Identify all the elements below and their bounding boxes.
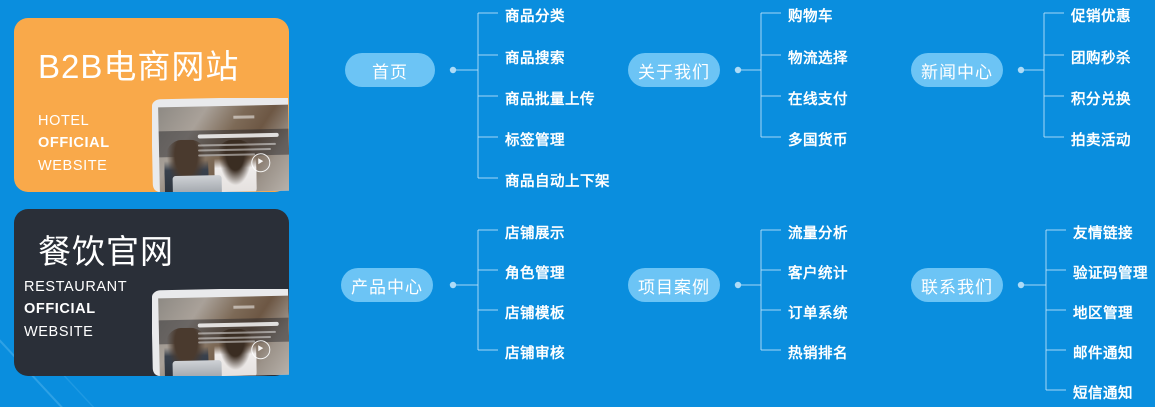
leaf-product-center-3[interactable]: 店铺审核 xyxy=(505,346,565,362)
leaf-product-center-0[interactable]: 店铺展示 xyxy=(505,226,565,242)
leaf-contact-us-4[interactable]: 短信通知 xyxy=(1073,386,1133,402)
leaf-contact-us-2[interactable]: 地区管理 xyxy=(1073,306,1133,322)
leaf-product-center-1[interactable]: 角色管理 xyxy=(505,266,565,282)
leaf-news-center-3[interactable]: 拍卖活动 xyxy=(1071,133,1131,149)
b2b-sub-line-1: HOTEL xyxy=(38,113,90,129)
leaf-home-3[interactable]: 标签管理 xyxy=(505,133,565,149)
leaf-about-us-1[interactable]: 物流选择 xyxy=(788,51,848,67)
node-home[interactable]: 首页 xyxy=(345,53,435,87)
leaf-project-cases-1[interactable]: 客户统计 xyxy=(788,266,848,282)
play-icon xyxy=(250,340,270,360)
leaf-home-1[interactable]: 商品搜索 xyxy=(505,51,565,67)
node-project-cases[interactable]: 项目案例 xyxy=(628,268,720,302)
restaurant-card-device-mockup xyxy=(152,289,289,376)
leaf-about-us-3[interactable]: 多国货币 xyxy=(788,133,848,149)
leaf-about-us-0[interactable]: 购物车 xyxy=(788,9,833,25)
restaurant-sub-line-3: WEBSITE xyxy=(24,323,94,340)
restaurant-card-title: 餐饮官网 xyxy=(38,233,174,270)
connectors-contact-us xyxy=(1017,229,1066,391)
connectors-home xyxy=(449,12,498,179)
leaf-news-center-2[interactable]: 积分兑换 xyxy=(1071,92,1131,108)
play-icon xyxy=(250,153,270,173)
restaurant-sub-line-2: OFFICIAL xyxy=(24,301,96,318)
node-product-center[interactable]: 产品中心 xyxy=(341,268,433,302)
node-contact-us[interactable]: 联系我们 xyxy=(911,268,1003,302)
b2b-card-title: B2B电商网站 xyxy=(38,48,240,85)
leaf-contact-us-1[interactable]: 验证码管理 xyxy=(1073,266,1148,282)
b2b-card-subtitle: HOTEL OFFICIAL WEBSITE xyxy=(38,110,110,177)
restaurant-sub-line-1: RESTAURANT xyxy=(24,279,128,295)
leaf-project-cases-3[interactable]: 热销排名 xyxy=(788,346,848,362)
restaurant-card-subtitle: RESTAURANT OFFICIAL WEBSITE xyxy=(24,276,127,343)
connectors-project-cases xyxy=(734,229,781,351)
leaf-project-cases-0[interactable]: 流量分析 xyxy=(788,226,848,242)
connectors-news-center xyxy=(1017,12,1064,138)
leaf-news-center-0[interactable]: 促销优惠 xyxy=(1071,9,1131,25)
leaf-home-0[interactable]: 商品分类 xyxy=(505,9,565,25)
connectors-about-us xyxy=(734,12,781,138)
leaf-about-us-2[interactable]: 在线支付 xyxy=(788,92,848,108)
leaf-project-cases-2[interactable]: 订单系统 xyxy=(788,306,848,322)
leaf-home-2[interactable]: 商品批量上传 xyxy=(505,92,595,108)
node-news-center[interactable]: 新闻中心 xyxy=(911,53,1003,87)
leaf-contact-us-3[interactable]: 邮件通知 xyxy=(1073,346,1133,362)
connectors-product-center xyxy=(449,229,498,351)
b2b-sub-line-3: WEBSITE xyxy=(38,157,108,174)
leaf-product-center-2[interactable]: 店铺模板 xyxy=(505,306,565,322)
leaf-contact-us-0[interactable]: 友情链接 xyxy=(1073,226,1133,242)
node-about-us[interactable]: 关于我们 xyxy=(628,53,720,87)
leaf-news-center-1[interactable]: 团购秒杀 xyxy=(1071,51,1131,67)
leaf-home-4[interactable]: 商品自动上下架 xyxy=(505,174,610,190)
b2b-sub-line-2: OFFICIAL xyxy=(38,135,110,152)
